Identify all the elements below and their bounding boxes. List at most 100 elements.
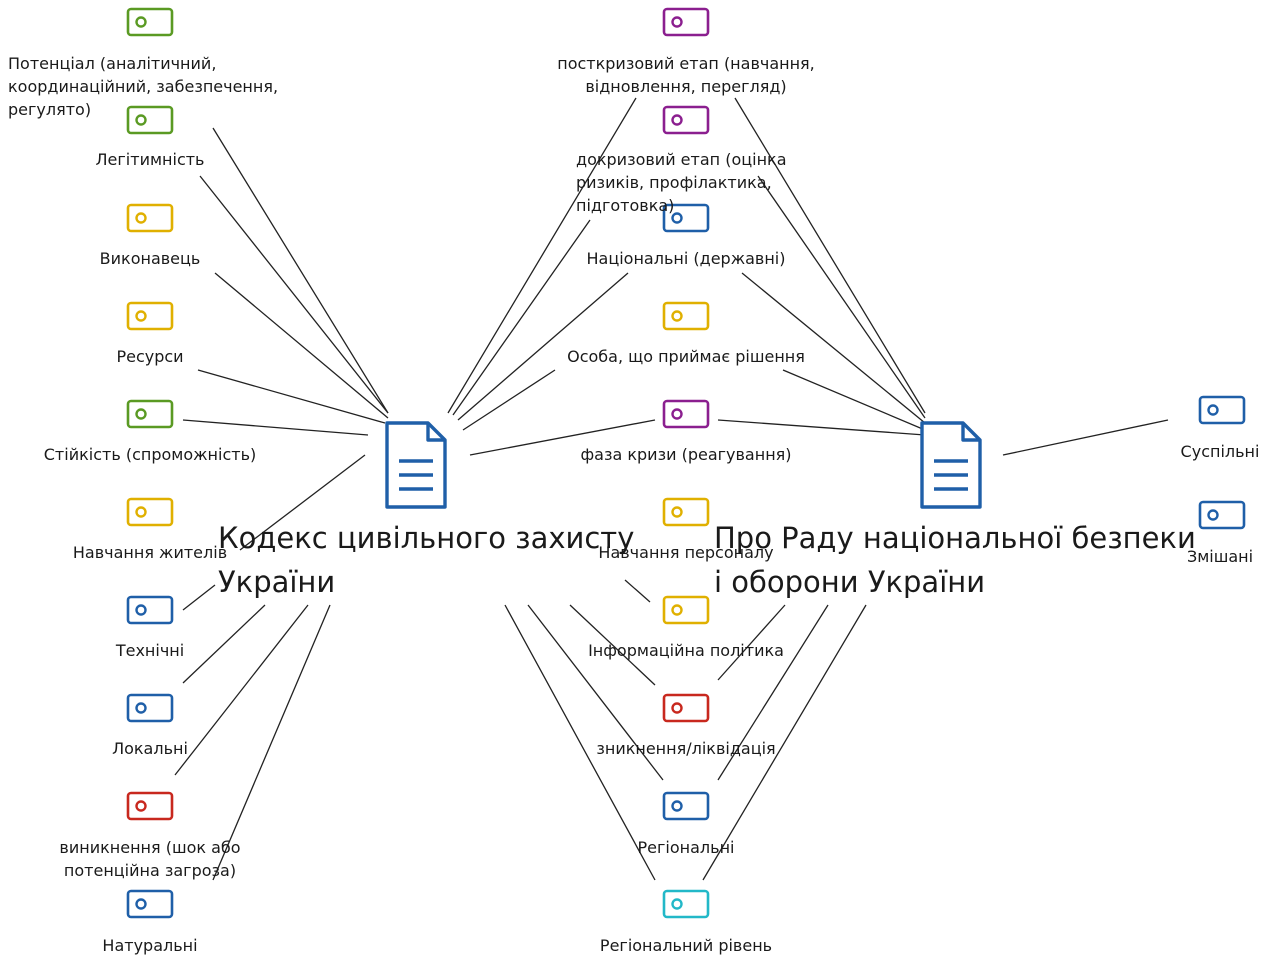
tag-icon-hole (671, 16, 683, 28)
tag-icon[interactable] (126, 301, 174, 331)
tag-label-line: Технічні (115, 641, 185, 660)
tag-icon-hole (671, 604, 683, 616)
tag-label-line: Ресурси (116, 347, 184, 366)
tag-icon[interactable] (662, 791, 710, 821)
tag-label-t11: посткризовий етап (навчання,відновлення,… (557, 52, 815, 98)
tag-icon[interactable] (126, 105, 174, 135)
tag-label-t10: Натуральні (102, 934, 197, 957)
edge-t3-d1 (214, 272, 389, 419)
edge-t6-d1 (239, 454, 366, 551)
tag-label-line: відновлення, перегляд) (585, 77, 787, 96)
edge-t7-d1 (182, 584, 216, 611)
tag-icon-hole (135, 702, 147, 714)
tag-icon[interactable] (126, 399, 174, 429)
document-title-line: Про Раду національної безпеки (714, 521, 1196, 555)
tag-label-t8: Локальні (112, 737, 188, 760)
edge-t15-d1 (469, 419, 656, 456)
edge-t17-d1 (569, 604, 656, 686)
tag-label-line: Національні (державні) (586, 249, 786, 268)
edge-t13-d1 (457, 272, 629, 421)
tag-icon[interactable] (126, 889, 174, 919)
document-title-line: України (218, 565, 336, 599)
tag-icon-hole (671, 114, 683, 126)
tag-icon[interactable] (126, 693, 174, 723)
tag-label-t6: Навчання жителів (73, 541, 227, 564)
tag-icon[interactable] (126, 203, 174, 233)
tag-icon-hole (135, 800, 147, 812)
edge-t8-d1 (182, 604, 266, 684)
document-icon[interactable] (385, 421, 447, 509)
tag-label-t14: Особа, що приймає рішення (567, 345, 805, 368)
tag-icon[interactable] (126, 791, 174, 821)
tag-label-line: координаційний, забезпечення, (8, 77, 279, 96)
document-icon-fold (426, 423, 445, 442)
tag-icon[interactable] (662, 105, 710, 135)
tag-icon[interactable] (662, 203, 710, 233)
edge-t12-d1 (452, 219, 591, 416)
tag-icon[interactable] (1198, 500, 1246, 530)
tag-icon-hole (135, 408, 147, 420)
tag-label-t16: Навчання персоналу (598, 541, 773, 564)
tag-icon[interactable] (126, 7, 174, 37)
tag-icon[interactable] (662, 595, 710, 625)
edge-t15-d2 (717, 419, 926, 436)
tag-icon-hole (135, 212, 147, 224)
tag-icon-body (662, 399, 710, 429)
tag-icon-body (662, 301, 710, 331)
tag-icon-hole (671, 506, 683, 518)
tag-label-line: Інформаційна політика (588, 641, 784, 660)
tag-label-t4: Ресурси (116, 345, 183, 368)
tag-label-line: Легітимність (95, 150, 205, 169)
tag-icon-body (126, 889, 174, 919)
tag-label-line: Навчання жителів (72, 543, 228, 562)
tag-icon-hole (135, 506, 147, 518)
edge-t17-d2 (717, 604, 786, 681)
tag-icon[interactable] (662, 889, 710, 919)
tag-icon-body (662, 7, 710, 37)
edge-t16-d1 (624, 579, 651, 603)
edge-t4-d1 (197, 369, 386, 424)
tag-icon-body (126, 497, 174, 527)
tag-icon[interactable] (1198, 395, 1246, 425)
tag-label-line: Регіональні (637, 838, 735, 857)
edge-t12-d2 (757, 175, 926, 419)
tag-icon-hole (135, 310, 147, 322)
tag-icon-body (126, 7, 174, 37)
tag-icon[interactable] (662, 399, 710, 429)
tag-label-t15: фаза кризи (реагування) (580, 443, 791, 466)
document-icon-page (385, 421, 447, 509)
edge-t10-d1 (212, 604, 331, 881)
edge-t18-d1 (527, 604, 664, 781)
tag-icon[interactable] (126, 497, 174, 527)
tag-icon[interactable] (126, 595, 174, 625)
tag-icon[interactable] (662, 497, 710, 527)
tag-label-line: Змішані (1186, 547, 1254, 566)
edge-t19-d1 (504, 604, 656, 881)
tag-icon-hole (671, 310, 683, 322)
tag-label-line: виникнення (шок або (59, 838, 241, 857)
tag-icon-hole (671, 898, 683, 910)
tag-label-t22: Змішані (1187, 545, 1253, 568)
tag-label-line: фаза кризи (реагування) (580, 445, 792, 464)
tag-icon[interactable] (662, 693, 710, 723)
tag-label-line: Регіональний рівень (599, 936, 773, 955)
tag-icon-body (1198, 500, 1246, 530)
edge-t21-d2 (1002, 419, 1169, 456)
document-icon[interactable] (920, 421, 982, 509)
tag-icon-hole (1207, 404, 1219, 416)
tag-icon[interactable] (662, 7, 710, 37)
tag-icon-body (126, 301, 174, 331)
edge-t2-d1 (199, 175, 389, 414)
document-icon-page (920, 421, 982, 509)
tag-icon-hole (671, 408, 683, 420)
tag-icon-body (662, 105, 710, 135)
tag-label-t5: Стійкість (спроможність) (44, 443, 257, 466)
tag-label-t2: Легітимність (96, 148, 205, 171)
edge-t14-d2 (782, 369, 926, 431)
tag-icon[interactable] (662, 301, 710, 331)
tag-icon-body (662, 693, 710, 723)
